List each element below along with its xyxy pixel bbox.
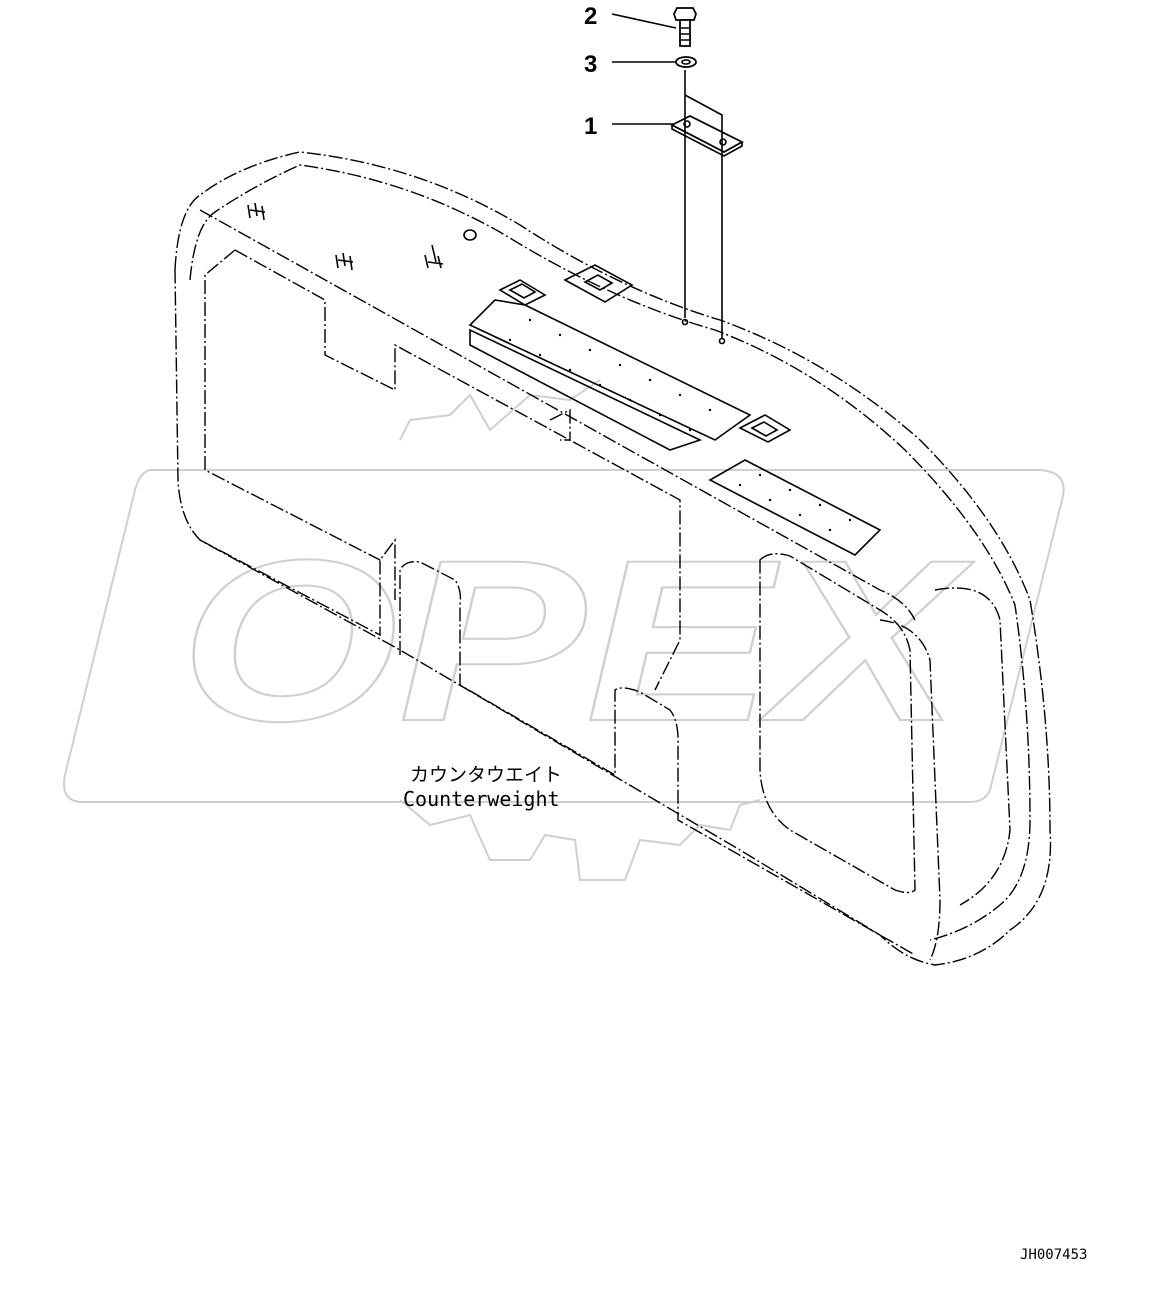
- part-name-english: Counterweight: [403, 787, 560, 811]
- leader-line-2: [611, 13, 677, 29]
- drawing-code: JH007453: [1020, 1247, 1087, 1263]
- watermark-gear-top: [399, 379, 601, 441]
- nonslip-plate-lower: [469, 328, 703, 451]
- nonslip-plate-right: [708, 459, 882, 556]
- body-outer-outline: [174, 151, 1052, 966]
- lifting-hooks: [247, 202, 477, 271]
- callout-2: 2: [584, 3, 597, 30]
- pad-square-top: [563, 264, 634, 303]
- plate-part: [670, 114, 744, 157]
- pad-square-right: [738, 414, 792, 443]
- right-end-curve: [879, 619, 941, 961]
- washer-part: [675, 56, 697, 68]
- pad-square-left: [498, 279, 547, 306]
- part-name-japanese: カウンタウエイト: [410, 764, 562, 786]
- left-panel-edge: [204, 249, 381, 561]
- watermark-logo: OPEX: [63, 379, 1065, 881]
- top-step: [549, 408, 571, 441]
- watermark-frame: [63, 469, 1065, 803]
- counterweight-body: [174, 151, 1052, 966]
- nonslip-texture: [508, 318, 852, 532]
- nonslip-plate-upper: [468, 299, 752, 441]
- bolt-part: [673, 7, 697, 47]
- front-face-lower: [199, 537, 396, 637]
- mount-hole-left: [681, 318, 689, 326]
- exploded-parts: [611, 7, 744, 338]
- right-side-lines: [934, 587, 1011, 906]
- assembly-line-right: [684, 94, 723, 338]
- upper-panel-left: [234, 249, 681, 691]
- watermark-text: OPEX: [180, 512, 974, 769]
- watermark-gear: [399, 799, 761, 881]
- right-recess: [759, 553, 916, 894]
- mount-hole-right: [718, 337, 726, 345]
- body-inner-outline: [189, 164, 1031, 941]
- notch-left: [399, 560, 916, 956]
- callout-1: 1: [584, 113, 597, 140]
- top-edge-line: [199, 209, 916, 621]
- callout-3: 3: [584, 51, 597, 78]
